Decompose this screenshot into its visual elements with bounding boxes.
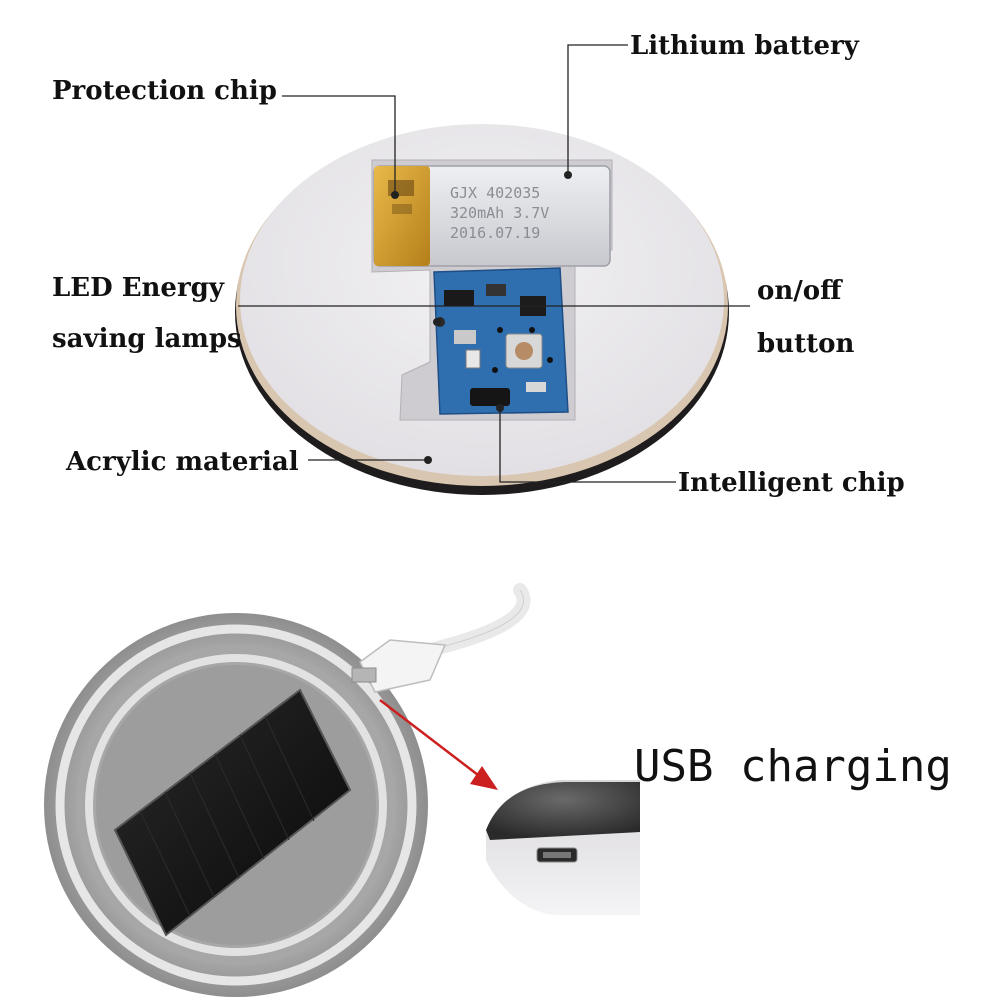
label-onoff-line2: button bbox=[757, 329, 855, 359]
label-acrylic: Acrylic material bbox=[66, 447, 299, 477]
battery-print-line2: 320mAh 3.7V bbox=[450, 204, 549, 222]
lithium-battery: GJX 402035 320mAh 3.7V 2016.07.19 bbox=[373, 165, 611, 267]
usb-port-zoom bbox=[486, 780, 640, 915]
label-usb-charging: USB charging bbox=[634, 741, 952, 792]
battery-print-line1: GJX 402035 bbox=[450, 184, 540, 202]
label-led-line2: saving lamps bbox=[52, 324, 242, 354]
label-protection-chip: Protection chip bbox=[52, 76, 277, 106]
usb-cable bbox=[351, 583, 531, 693]
battery-print-line3: 2016.07.19 bbox=[450, 224, 540, 242]
red-arrow bbox=[379, 699, 498, 790]
line-lithium-battery bbox=[567, 44, 628, 175]
line-protection-chip bbox=[282, 95, 396, 195]
label-lithium-battery: Lithium battery bbox=[630, 31, 859, 61]
callout-dots bbox=[391, 171, 572, 464]
label-led-line1: LED Energy bbox=[52, 273, 224, 303]
onoff-button-part bbox=[505, 333, 543, 369]
solar-panel bbox=[113, 688, 352, 937]
label-intelligent-chip: Intelligent chip bbox=[678, 468, 905, 498]
label-onoff-line1: on/off bbox=[757, 276, 842, 306]
pcb-board bbox=[433, 267, 569, 415]
callout-lines bbox=[238, 44, 750, 483]
line-intelligent-chip bbox=[499, 408, 676, 483]
